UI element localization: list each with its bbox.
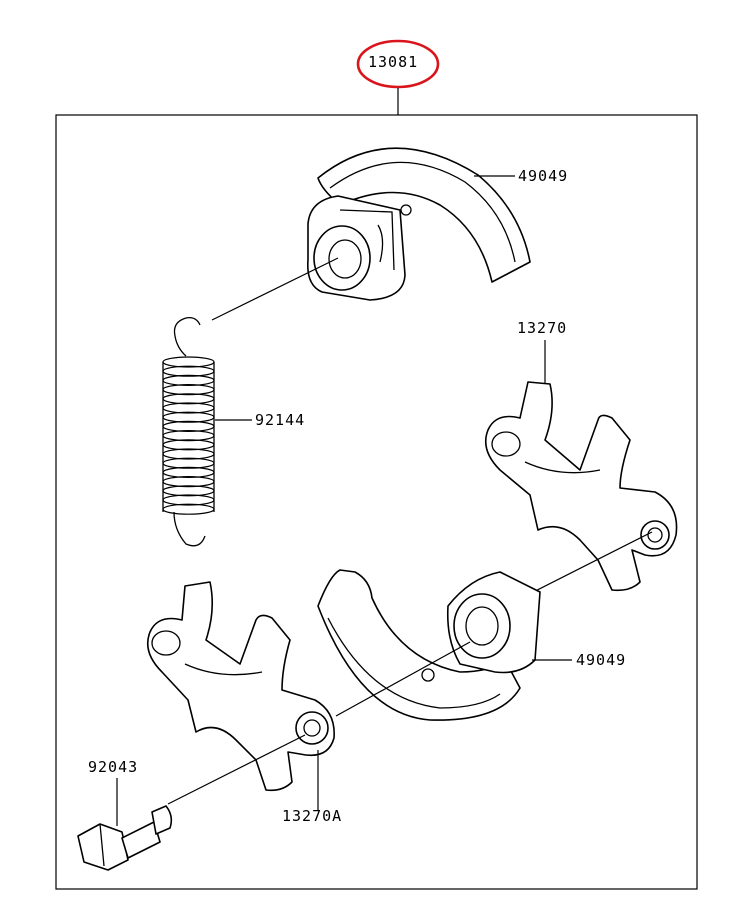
part-label-shoe-bottom[interactable]: 49049 [576,651,627,669]
link-line-spring [211,257,339,321]
spring-coil [162,420,215,432]
assembly-number-label[interactable]: 13081 [368,53,419,71]
spring [162,317,215,547]
part-label-spring[interactable]: 92144 [255,411,306,429]
spring-coil [162,476,215,488]
spring-coil [162,430,215,442]
spring-coil [162,448,215,460]
spring-coil [162,466,215,478]
part-label-plate-right[interactable]: 13270 [517,319,568,337]
bolt [77,805,173,871]
highlight-circle [356,39,440,89]
spring-coil [162,384,215,396]
spring-coil [162,411,215,423]
part-label-shoe-top[interactable]: 49049 [518,167,569,185]
plate-right [484,381,678,592]
spring-coil [162,485,215,497]
spring-coil [162,365,215,377]
spring-coil [162,494,215,506]
assembly-frame [55,114,698,890]
link-line-plate-left [335,641,471,717]
link-line-bolt [167,734,306,805]
spring-coil [162,393,215,405]
spring-coil [162,374,215,386]
spring-coil [162,439,215,451]
part-label-bolt[interactable]: 92043 [88,758,139,776]
spring-coil [162,503,215,515]
plate-left [146,581,335,792]
brake-shoe-bottom [317,569,541,721]
brake-shoe-top [306,147,531,301]
spring-coil [162,402,215,414]
spring-coil [162,457,215,469]
part-label-plate-left[interactable]: 13270A [282,807,343,825]
spring-coil [162,356,215,368]
